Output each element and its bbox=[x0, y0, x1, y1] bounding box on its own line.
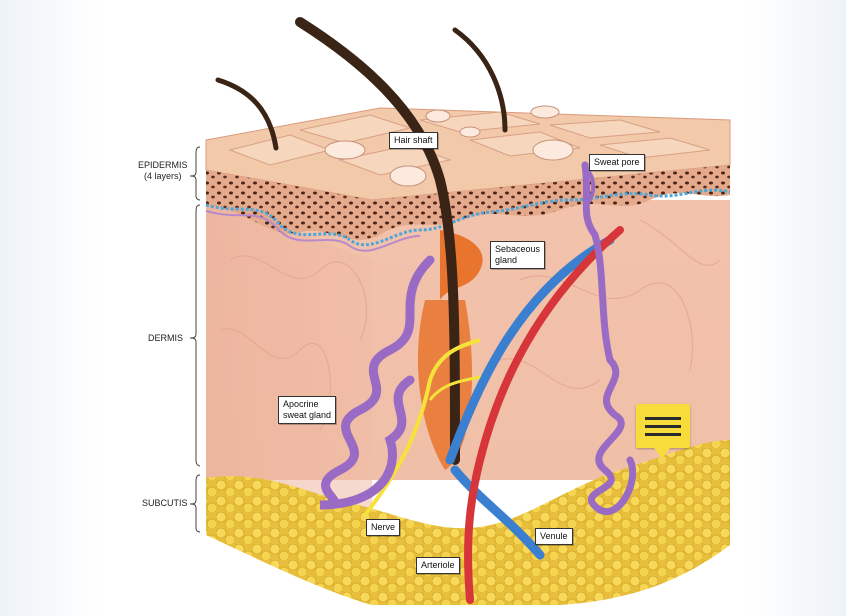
arteriole-callout: Arteriole bbox=[416, 557, 460, 574]
eccrine-gland-coil bbox=[581, 161, 637, 516]
apocrine-gland-callout: Apocrine sweat gland bbox=[278, 396, 337, 424]
dermis-side bbox=[206, 200, 372, 560]
sweat-duct bbox=[582, 166, 596, 207]
subcutis-fat bbox=[206, 440, 730, 605]
venule-vessel bbox=[445, 235, 615, 560]
cell-nuclei bbox=[324, 105, 574, 187]
epidermis-label-text: EPIDERMIS bbox=[138, 160, 188, 170]
note-bar-top bbox=[645, 417, 681, 420]
epidermis-sublabel: (4 layers) bbox=[144, 171, 182, 181]
apocrine-gland-callout-line2: sweat gland bbox=[283, 410, 332, 420]
layer-brackets bbox=[189, 146, 201, 533]
dermis-label: DERMIS bbox=[148, 333, 184, 343]
subcutis-label: SUBCUTIS bbox=[142, 498, 188, 508]
hair-shaft-right bbox=[452, 27, 508, 133]
arteriole-vessel bbox=[464, 226, 624, 604]
nerve-callout: Nerve bbox=[366, 519, 401, 536]
skin-cells bbox=[228, 111, 711, 176]
venule-callout: Venule bbox=[535, 528, 573, 545]
sweat-pore-callout: Sweat pore bbox=[589, 154, 645, 171]
note-bar-bottom bbox=[645, 433, 681, 436]
sebaceous-gland-callout-line2: gland bbox=[495, 255, 518, 265]
hair-shaft-main bbox=[295, 17, 460, 465]
hair-shaft-left bbox=[215, 77, 279, 151]
note-lines-icon[interactable] bbox=[636, 404, 690, 458]
hair-shaft-callout: Hair shaft bbox=[389, 132, 438, 149]
epidermis-label: EPIDERMIS (4 layers) bbox=[138, 160, 188, 182]
sebaceous-gland-callout-line1: Sebaceous bbox=[495, 244, 541, 254]
note-bar-middle bbox=[645, 425, 681, 428]
epidermis-pigment-layer bbox=[206, 165, 730, 240]
sebaceous-gland-callout: Sebaceous gland bbox=[490, 241, 546, 269]
basement-membrane bbox=[205, 188, 731, 247]
apocrine-gland-coil bbox=[319, 255, 435, 510]
apocrine-gland-callout-line1: Apocrine bbox=[283, 399, 319, 409]
